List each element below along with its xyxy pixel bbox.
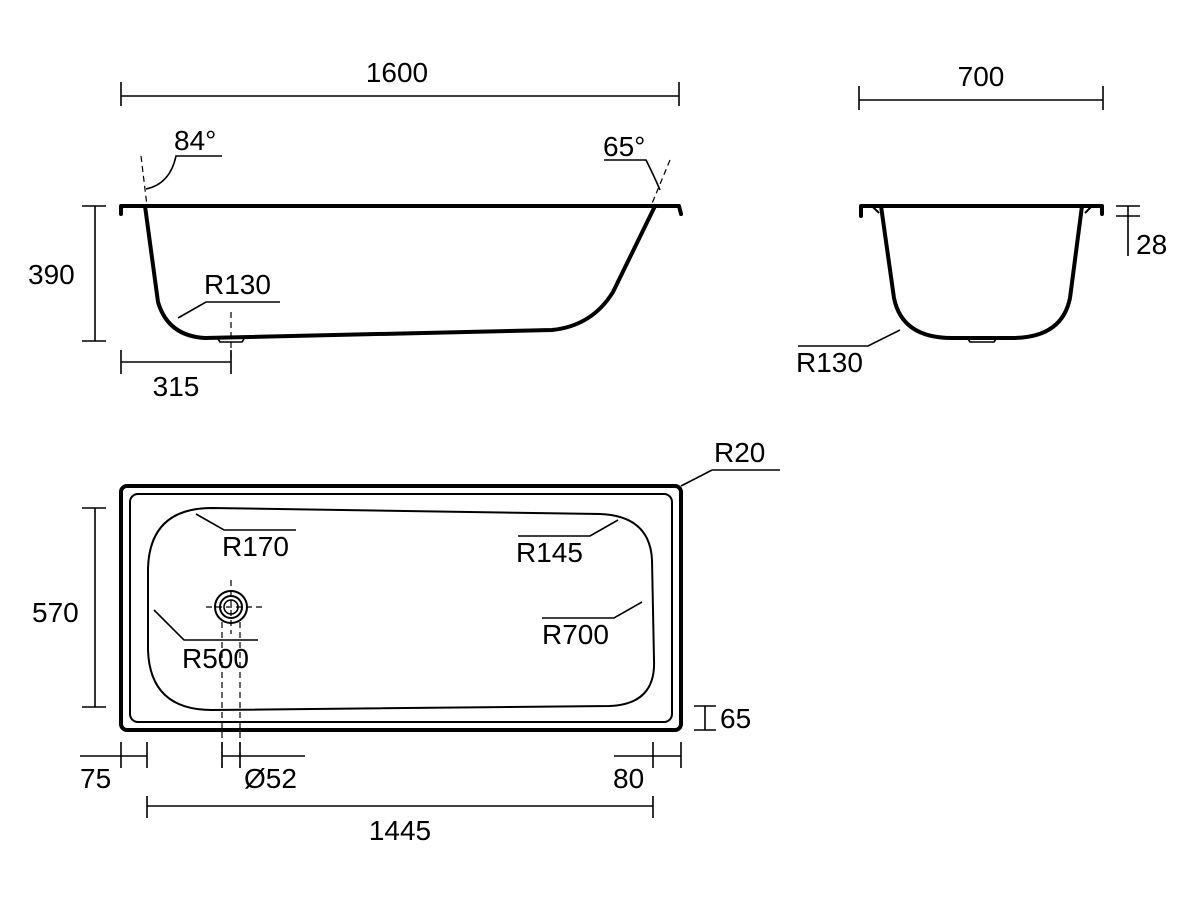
plan-width-label: 570 <box>32 597 79 628</box>
plan-inner-rim <box>129 493 673 723</box>
drain-diameter-label: Ø52 <box>244 763 297 794</box>
head-offset-dimension: 75 <box>80 742 148 794</box>
rim-height-label: 28 <box>1136 229 1167 260</box>
end-view-rim-lip <box>871 205 1093 214</box>
height-dimension: 390 <box>28 205 106 342</box>
rim-height-dimension: 28 <box>1116 205 1167 260</box>
head-offset-label: 75 <box>80 763 111 794</box>
end-view-tub-outline <box>859 204 1104 340</box>
side-bottom-radius-callout: R130 <box>177 269 280 319</box>
head-radius-label: R170 <box>222 531 289 562</box>
foot-curve-radius-label: R700 <box>542 619 609 650</box>
plan-outer-rim <box>119 484 683 732</box>
plan-basin-outline <box>147 506 656 712</box>
rim-width-dimension: 65 <box>694 703 751 734</box>
height-label: 390 <box>28 259 75 290</box>
plan-view: R20 R170 R145 R700 R500 570 <box>32 437 780 846</box>
end-bottom-radius-callout: R130 <box>796 329 901 378</box>
end-width-label: 700 <box>958 61 1005 92</box>
length-label: 1600 <box>366 57 428 88</box>
plan-width-dimension: 570 <box>32 507 106 708</box>
foot-radius-label: R145 <box>516 537 583 568</box>
foot-curve-radius-callout: R700 <box>542 601 643 650</box>
end-width-dimension: 700 <box>858 61 1104 110</box>
inner-length-label: 1445 <box>369 815 431 846</box>
drain-offset-label: 315 <box>153 371 200 402</box>
drain-offset-dimension: 315 <box>120 312 232 402</box>
rim-width-label: 65 <box>720 703 751 734</box>
plan-corner-radius-callout: R20 <box>680 437 780 487</box>
end-view-drain <box>967 338 997 343</box>
head-curve-radius-callout: R500 <box>153 609 258 674</box>
foot-angle-callout: 65° <box>603 131 671 207</box>
end-view: 700 28 R130 <box>796 61 1167 378</box>
foot-angle-label: 65° <box>603 131 645 162</box>
foot-offset-label: 80 <box>613 763 644 794</box>
plan-corner-radius-label: R20 <box>714 437 765 468</box>
head-angle-callout: 84° <box>140 125 222 207</box>
foot-offset-dimension: 80 <box>613 742 682 794</box>
side-view-tub-outline <box>119 204 683 340</box>
plan-drain <box>206 580 262 634</box>
head-angle-label: 84° <box>174 125 216 156</box>
drain-diameter-dimension: Ø52 <box>221 622 305 794</box>
length-dimension: 1600 <box>120 57 680 106</box>
head-radius-callout: R170 <box>195 513 296 562</box>
head-curve-radius-label: R500 <box>182 643 249 674</box>
side-bottom-radius-label: R130 <box>204 269 271 300</box>
inner-length-dimension: 1445 <box>146 796 654 846</box>
side-view: 1600 84° 65° 390 R130 <box>28 57 683 402</box>
end-bottom-radius-label: R130 <box>796 347 863 378</box>
foot-radius-callout: R145 <box>516 519 619 568</box>
